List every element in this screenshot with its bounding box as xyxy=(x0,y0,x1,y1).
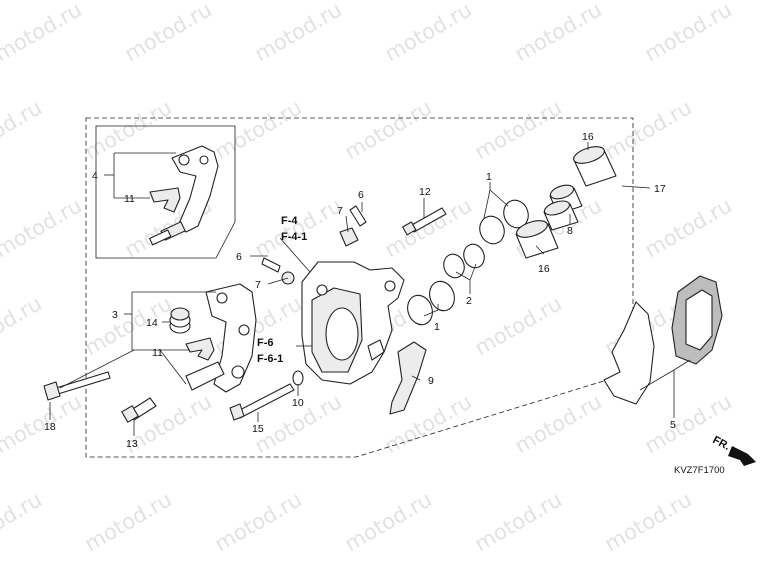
ref-f41[interactable]: F-4-1 xyxy=(281,231,307,243)
diagram-code: KVZ7F1700 xyxy=(674,465,725,476)
watermark: motod.ru xyxy=(341,487,436,556)
callout-2[interactable]: 2 xyxy=(466,295,472,307)
bolt-drawing xyxy=(43,371,111,401)
watermark: motod.ru xyxy=(121,0,216,66)
watermark: motod.ru xyxy=(511,0,606,66)
leader-lines xyxy=(49,142,691,436)
watermark: motod.ru xyxy=(0,389,86,458)
watermark: motod.ru xyxy=(0,291,46,360)
watermark: motod.ru xyxy=(601,95,696,164)
watermark: motod.ru xyxy=(471,95,566,164)
callout-7[interactable]: 7 xyxy=(337,205,343,217)
callout-1[interactable]: 1 xyxy=(486,171,492,183)
inset-frame-bracket xyxy=(95,125,236,259)
callout-9[interactable]: 9 xyxy=(428,375,434,387)
watermark: motod.ru xyxy=(641,193,736,262)
pad-pin-drawing xyxy=(402,207,447,236)
callout-7[interactable]: 7 xyxy=(255,279,261,291)
callout-13[interactable]: 13 xyxy=(126,438,138,450)
callout-11[interactable]: 11 xyxy=(152,347,163,359)
brake-pads-drawing xyxy=(603,275,723,405)
watermark: motod.ru xyxy=(211,95,306,164)
watermark: motod.ru xyxy=(0,193,86,262)
watermark: motod.ru xyxy=(381,193,476,262)
assembly-frame xyxy=(85,117,634,458)
watermark: motod.ru xyxy=(641,0,736,66)
watermark: motod.ru xyxy=(341,95,436,164)
callout-1[interactable]: 1 xyxy=(434,321,440,333)
watermark: motod.ru xyxy=(0,95,46,164)
callout-16[interactable]: 16 xyxy=(582,131,594,143)
callout-6[interactable]: 6 xyxy=(236,251,242,263)
watermark: motod.ru xyxy=(601,487,696,556)
front-direction-arrow: FR. xyxy=(711,434,756,466)
watermark: motod.ru xyxy=(0,487,46,556)
callout-10[interactable]: 10 xyxy=(292,397,304,409)
bleeder-small-drawing xyxy=(261,257,295,285)
caliper-body-drawing xyxy=(301,261,405,385)
caliper-bracket-drawing xyxy=(169,283,257,393)
ref-f6[interactable]: F-6 xyxy=(257,337,274,349)
ref-f61[interactable]: F-6-1 xyxy=(257,353,283,365)
bracket-spare-drawing xyxy=(149,145,219,246)
callout-3[interactable]: 3 xyxy=(112,309,118,321)
bleeder-valve-drawing xyxy=(121,397,157,423)
pad-spring-drawing xyxy=(389,341,427,415)
callout-15[interactable]: 15 xyxy=(252,423,264,435)
callout-8[interactable]: 8 xyxy=(567,225,573,237)
callout-4[interactable]: 4 xyxy=(92,170,98,182)
callout-16[interactable]: 16 xyxy=(538,263,550,275)
pin-bolt-drawing xyxy=(229,383,295,421)
washer-drawing xyxy=(292,370,304,386)
watermark: motod.ru xyxy=(251,193,346,262)
front-direction-label: FR. xyxy=(711,434,732,453)
watermark: motod.ru xyxy=(511,389,606,458)
callout-6[interactable]: 6 xyxy=(358,189,364,201)
pistons-drawing xyxy=(515,146,617,259)
watermark: motod.ru xyxy=(81,487,176,556)
piston-seals-drawing xyxy=(407,199,529,326)
callout-18[interactable]: 18 xyxy=(44,421,56,433)
bleeder-upper-drawing xyxy=(339,205,367,247)
watermark: motod.ru xyxy=(471,291,566,360)
watermark: motod.ru xyxy=(381,0,476,66)
callout-11[interactable]: 11 xyxy=(124,193,135,205)
watermark: motod.ru xyxy=(81,95,176,164)
watermark: motod.ru xyxy=(211,487,306,556)
callout-5[interactable]: 5 xyxy=(670,419,676,431)
watermark: motod.ru xyxy=(471,487,566,556)
callout-17[interactable]: 17 xyxy=(654,183,666,195)
callout-14[interactable]: 14 xyxy=(146,317,158,329)
watermark: motod.ru xyxy=(0,0,86,66)
boot-spring-drawing xyxy=(169,307,191,334)
watermark: motod.ru xyxy=(251,0,346,66)
ref-f4[interactable]: F-4 xyxy=(281,215,298,227)
callout-12[interactable]: 12 xyxy=(419,186,431,198)
